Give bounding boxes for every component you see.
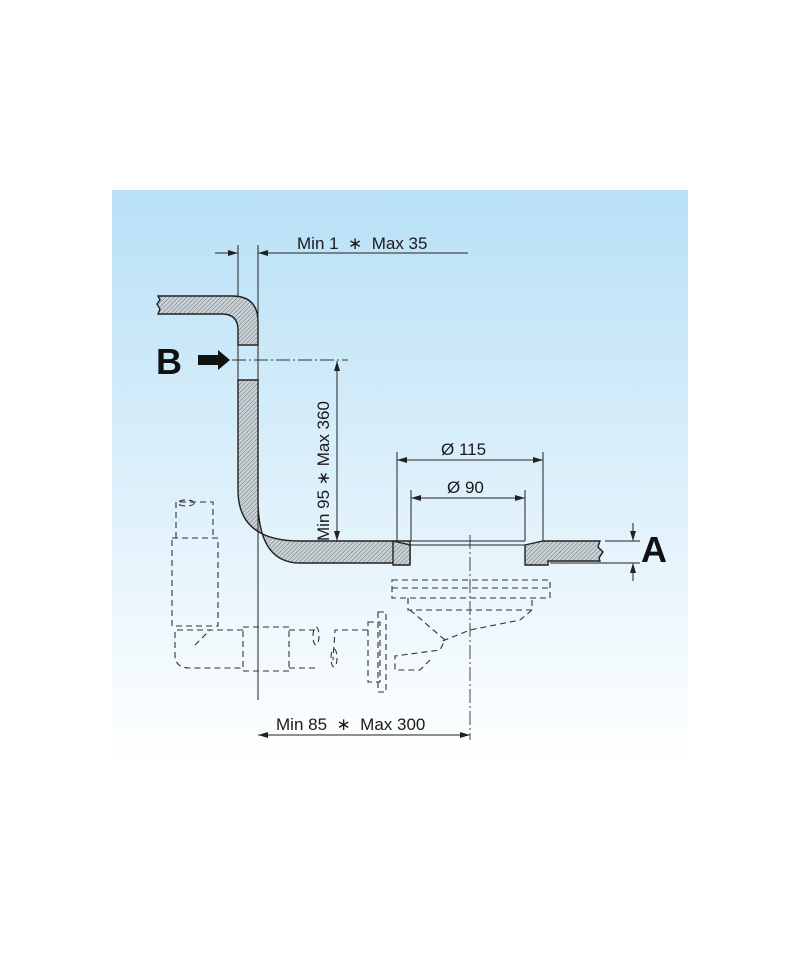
wall-thickness-dimension: Min 1 ∗ Max 35 <box>215 234 468 700</box>
diameter-dimensions: Ø 115 Ø 90 <box>396 440 544 541</box>
waste-offset-label: Min 85 ∗ Max 300 <box>276 715 425 734</box>
overflow-height-label: Min 95 ∗ Max 360 <box>314 401 333 541</box>
wall-thickness-label: Min 1 ∗ Max 35 <box>297 234 427 253</box>
overflow-height-dimension: Min 95 ∗ Max 360 <box>314 361 340 541</box>
inner-diameter-label: Ø 90 <box>447 478 484 497</box>
sink-thickness-dimension-a: A <box>550 523 667 581</box>
label-a: A <box>641 529 667 570</box>
overflow-marker-b: B <box>156 341 348 382</box>
background-panel <box>112 190 688 762</box>
arrow-right-icon <box>198 350 230 370</box>
waste-trap-outline <box>171 499 551 693</box>
waste-offset-dimension: Min 85 ∗ Max 300 <box>258 715 470 738</box>
outer-diameter-label: Ø 115 <box>441 440 486 459</box>
label-b: B <box>156 341 182 382</box>
